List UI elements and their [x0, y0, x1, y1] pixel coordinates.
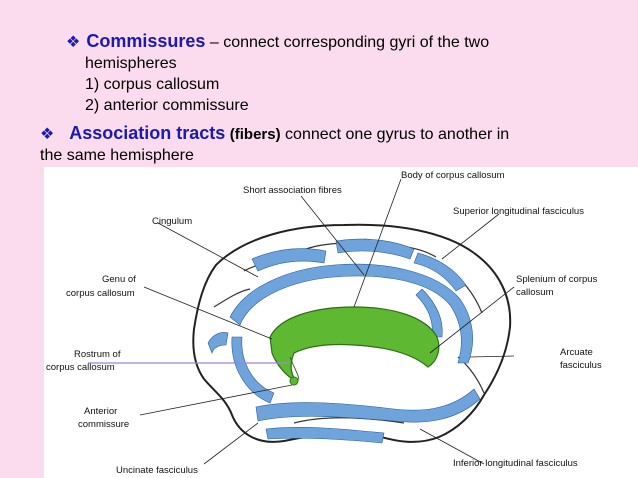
association-text: connect one gyrus to another in — [280, 126, 510, 143]
label-anterior-2: commissure — [78, 419, 129, 430]
label-body-corpus-callosum: Body of corpus callosum — [401, 170, 505, 181]
commissures-line2: hemispheres — [85, 55, 177, 72]
label-inferior-longitudinal: Inferior longitudinal fasciculus — [453, 458, 578, 469]
commissures-text: – connect corresponding gyri of the two — [205, 34, 490, 51]
brain-diagram: Short association fibres Body of corpus … — [46, 170, 602, 476]
label-short-association: Short association fibres — [243, 185, 342, 196]
anterior-commissure-mark — [289, 376, 299, 386]
label-arcuate-2: fasciculus — [560, 360, 602, 371]
association-bullet: ❖ Association tracts (fibers) connect on… — [40, 123, 630, 166]
association-line2: the same hemisphere — [40, 147, 194, 164]
label-splenium-2: callosum — [516, 287, 554, 298]
label-rostrum-1: Rostrum of — [74, 349, 121, 360]
brain-tracts-figure: Short association fibres Body of corpus … — [44, 167, 638, 478]
commissure-item-2: 2) anterior commissure — [85, 97, 249, 114]
diamond-bullet-icon: ❖ — [66, 34, 81, 51]
label-splenium-1: Splenium of corpus — [516, 274, 598, 285]
association-heading: Association tracts — [69, 123, 226, 143]
label-arcuate-1: Arcuate — [560, 347, 593, 358]
label-rostrum-2: corpus callosum — [46, 362, 115, 373]
commissure-item-1: 1) corpus callosum — [85, 76, 220, 93]
label-genu-2: corpus callosum — [66, 288, 135, 299]
label-genu-1: Genu of — [102, 274, 136, 285]
diamond-bullet-icon: ❖ — [40, 126, 55, 143]
commissures-heading: Commissures — [86, 31, 206, 51]
commissures-bullet: ❖ Commissures – connect corresponding gyr… — [66, 31, 489, 116]
label-uncinate: Uncinate fasciculus — [116, 465, 198, 476]
label-anterior-1: Anterior — [84, 406, 117, 417]
label-cingulum: Cingulum — [152, 216, 192, 227]
fibers-label: (fibers) — [229, 126, 281, 143]
label-superior-longitudinal: Superior longitudinal fasciculus — [453, 206, 584, 217]
